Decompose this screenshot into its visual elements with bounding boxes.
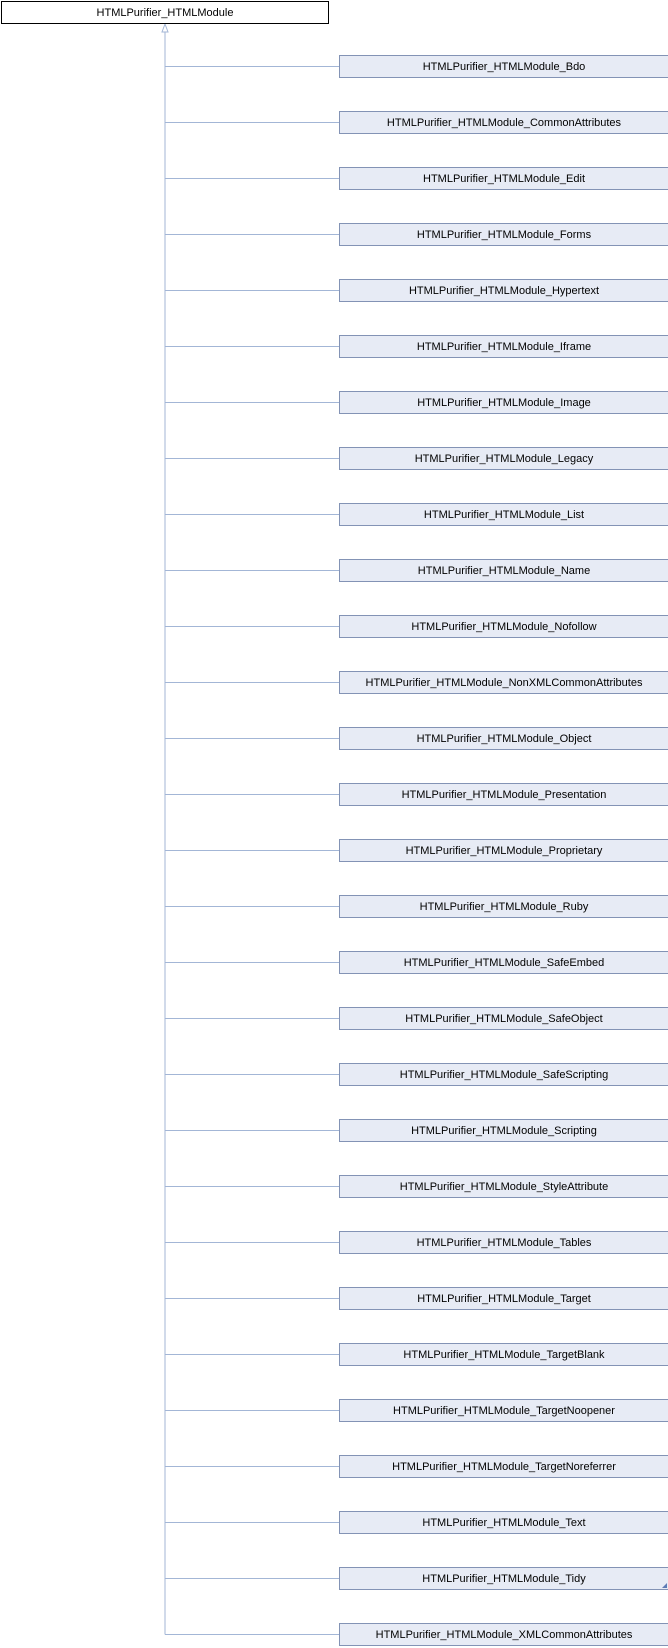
derived-class-node[interactable]: HTMLPurifier_HTMLModule_Image	[339, 391, 668, 414]
derived-class-node[interactable]: HTMLPurifier_HTMLModule_Name	[339, 559, 668, 582]
derived-class-node[interactable]: HTMLPurifier_HTMLModule_Bdo	[339, 55, 668, 78]
derived-class-label: HTMLPurifier_HTMLModule_Tidy	[422, 1572, 586, 1585]
derived-class-label: HTMLPurifier_HTMLModule_SafeScripting	[399, 1068, 609, 1081]
derived-class-label: HTMLPurifier_HTMLModule_CommonAttributes	[386, 116, 622, 129]
derived-class-node[interactable]: HTMLPurifier_HTMLModule_Edit	[339, 167, 668, 190]
derived-class-label: HTMLPurifier_HTMLModule_SafeObject	[405, 1012, 603, 1025]
derived-class-node[interactable]: HTMLPurifier_HTMLModule_StyleAttribute	[339, 1175, 668, 1198]
derived-class-label: HTMLPurifier_HTMLModule_Edit	[423, 172, 585, 185]
inheritance-arrowhead	[161, 22, 169, 33]
derived-class-label: HTMLPurifier_HTMLModule_StyleAttribute	[399, 1180, 609, 1193]
derived-class-label: HTMLPurifier_HTMLModule_Iframe	[416, 340, 592, 353]
derived-class-node[interactable]: HTMLPurifier_HTMLModule_Text	[339, 1511, 668, 1534]
derived-class-label: HTMLPurifier_HTMLModule_Scripting	[411, 1124, 597, 1137]
derived-class-label: HTMLPurifier_HTMLModule_Text	[422, 1516, 586, 1529]
derived-class-node[interactable]: HTMLPurifier_HTMLModule_TargetNoreferrer	[339, 1455, 668, 1478]
derived-class-label: HTMLPurifier_HTMLModule_TargetBlank	[403, 1348, 605, 1361]
derived-class-node[interactable]: HTMLPurifier_HTMLModule_NonXMLCommonAttr…	[339, 671, 668, 694]
derived-class-node[interactable]: HTMLPurifier_HTMLModule_Presentation	[339, 783, 668, 806]
derived-class-label: HTMLPurifier_HTMLModule_Tables	[416, 1236, 592, 1249]
folded-corner-icon	[662, 1583, 667, 1588]
derived-class-label: HTMLPurifier_HTMLModule_TargetNoopener	[393, 1404, 615, 1417]
derived-class-label: HTMLPurifier_HTMLModule_Nofollow	[411, 620, 597, 633]
derived-class-node[interactable]: HTMLPurifier_HTMLModule_Tables	[339, 1231, 668, 1254]
derived-class-node[interactable]: HTMLPurifier_HTMLModule_SafeScripting	[339, 1063, 668, 1086]
derived-class-label: HTMLPurifier_HTMLModule_Image	[417, 396, 591, 409]
derived-class-label: HTMLPurifier_HTMLModule_NonXMLCommonAttr…	[365, 676, 643, 689]
derived-class-label: HTMLPurifier_HTMLModule_SafeEmbed	[403, 956, 605, 969]
base-class-label: HTMLPurifier_HTMLModule	[96, 6, 234, 19]
derived-class-node[interactable]: HTMLPurifier_HTMLModule_Scripting	[339, 1119, 668, 1142]
derived-class-node[interactable]: HTMLPurifier_HTMLModule_List	[339, 503, 668, 526]
derived-class-node[interactable]: HTMLPurifier_HTMLModule_Forms	[339, 223, 668, 246]
derived-class-label: HTMLPurifier_HTMLModule_Object	[416, 732, 592, 745]
base-class-node[interactable]: HTMLPurifier_HTMLModule	[1, 1, 329, 24]
derived-class-label: HTMLPurifier_HTMLModule_Bdo	[422, 60, 586, 73]
derived-class-node[interactable]: HTMLPurifier_HTMLModule_XMLCommonAttribu…	[339, 1623, 668, 1646]
derived-class-node[interactable]: HTMLPurifier_HTMLModule_CommonAttributes	[339, 111, 668, 134]
derived-class-node[interactable]: HTMLPurifier_HTMLModule_Nofollow	[339, 615, 668, 638]
derived-class-node[interactable]: HTMLPurifier_HTMLModule_Object	[339, 727, 668, 750]
derived-class-node[interactable]: HTMLPurifier_HTMLModule_SafeEmbed	[339, 951, 668, 974]
derived-class-label: HTMLPurifier_HTMLModule_Legacy	[414, 452, 594, 465]
derived-class-label: HTMLPurifier_HTMLModule_Ruby	[419, 900, 589, 913]
derived-class-node[interactable]: HTMLPurifier_HTMLModule_Proprietary	[339, 839, 668, 862]
derived-class-label: HTMLPurifier_HTMLModule_List	[423, 508, 585, 521]
derived-class-label: HTMLPurifier_HTMLModule_Presentation	[401, 788, 607, 801]
derived-class-node[interactable]: HTMLPurifier_HTMLModule_Ruby	[339, 895, 668, 918]
derived-class-node[interactable]: HTMLPurifier_HTMLModule_Iframe	[339, 335, 668, 358]
derived-class-label: HTMLPurifier_HTMLModule_XMLCommonAttribu…	[375, 1628, 633, 1641]
derived-class-node[interactable]: HTMLPurifier_HTMLModule_Target	[339, 1287, 668, 1310]
derived-class-node[interactable]: HTMLPurifier_HTMLModule_Tidy	[339, 1567, 668, 1590]
derived-class-label: HTMLPurifier_HTMLModule_TargetNoreferrer	[392, 1460, 616, 1473]
derived-class-label: HTMLPurifier_HTMLModule_Forms	[416, 228, 592, 241]
derived-class-node[interactable]: HTMLPurifier_HTMLModule_TargetBlank	[339, 1343, 668, 1366]
derived-class-label: HTMLPurifier_HTMLModule_Hypertext	[408, 284, 600, 297]
derived-class-label: HTMLPurifier_HTMLModule_Proprietary	[405, 844, 603, 857]
derived-class-node[interactable]: HTMLPurifier_HTMLModule_SafeObject	[339, 1007, 668, 1030]
derived-class-node[interactable]: HTMLPurifier_HTMLModule_Legacy	[339, 447, 668, 470]
derived-class-node[interactable]: HTMLPurifier_HTMLModule_Hypertext	[339, 279, 668, 302]
derived-class-node[interactable]: HTMLPurifier_HTMLModule_TargetNoopener	[339, 1399, 668, 1422]
derived-class-label: HTMLPurifier_HTMLModule_Target	[417, 1292, 591, 1305]
derived-class-label: HTMLPurifier_HTMLModule_Name	[417, 564, 591, 577]
